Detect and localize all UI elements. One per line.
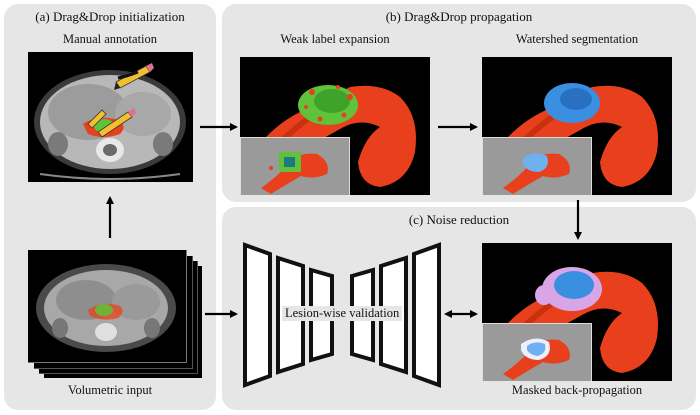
render-watershed-segmentation <box>482 57 672 195</box>
panel-b-title: (b) Drag&Drop propagation <box>385 9 533 24</box>
caption-manual-annotation: Manual annotation <box>62 32 158 46</box>
inset-masked-slice <box>482 323 592 381</box>
inset-weak-label-slice <box>240 137 350 195</box>
ct-volume-stack <box>28 250 208 380</box>
render-weak-label-expansion <box>240 57 430 195</box>
caption-volumetric-input: Volumetric input <box>67 383 153 397</box>
lesion-wise-validation-label: Lesion-wise validation <box>282 306 403 321</box>
inset-watershed-slice <box>482 137 592 195</box>
caption-watershed-segmentation: Watershed segmentation <box>515 32 639 46</box>
validation-network <box>243 242 441 388</box>
render-masked-back-propagation <box>482 243 672 381</box>
panel-a-title: (a) Drag&Drop initialization <box>35 9 185 24</box>
caption-masked-back-propagation: Masked back-propagation <box>511 383 643 397</box>
ct-slice-manual-annotation <box>28 52 193 182</box>
panel-c-title: (c) Noise reduction <box>408 212 510 227</box>
caption-weak-label-expansion: Weak label expansion <box>280 32 390 46</box>
decoder-block <box>350 242 441 388</box>
